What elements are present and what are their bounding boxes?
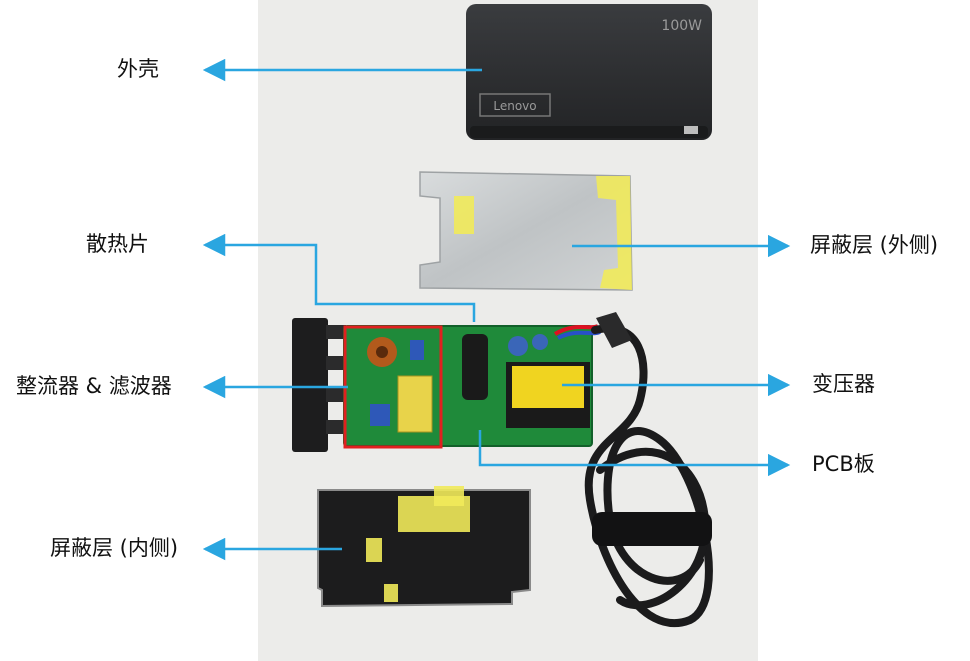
wattage-text: 100W <box>661 18 702 34</box>
label-casing: 外壳 <box>117 57 159 81</box>
label-shield-outer: 屏蔽层 (外侧) <box>810 233 939 257</box>
outer-shield-part <box>419 171 633 291</box>
callout-arrows <box>202 58 791 561</box>
heatsink-part <box>292 318 346 452</box>
label-shield-inner: 屏蔽层 (内侧) <box>50 536 179 560</box>
label-rectifier-filter: 整流器 & 滤波器 <box>16 374 172 398</box>
power-cable <box>584 312 713 627</box>
arrow-heatsink <box>202 233 476 322</box>
brand-logo-text: Lenovo <box>493 99 536 113</box>
arrow-pcb <box>478 430 791 477</box>
label-heatsink: 散热片 <box>86 232 149 256</box>
pcb-part <box>343 324 601 447</box>
casing-part: Lenovo 100W <box>466 4 712 140</box>
label-pcb: PCB板 <box>812 452 875 476</box>
label-transformer: 变压器 <box>812 372 875 396</box>
inner-shield-part <box>317 486 531 608</box>
